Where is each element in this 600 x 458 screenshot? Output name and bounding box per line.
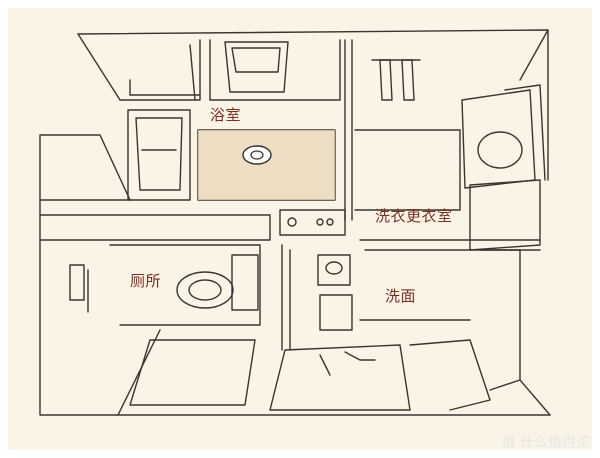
- left-back-corner: [77, 33, 121, 101]
- right-back-corner: [519, 29, 549, 81]
- sink-icon: [317, 254, 353, 331]
- washroom-floor-mat: [269, 344, 411, 411]
- shower-rail: [189, 44, 196, 101]
- bathtub-icon: [127, 109, 191, 201]
- room-label-bathroom: 浴室: [210, 106, 242, 124]
- room-label-laundry-dressing: 洗衣更衣室: [375, 207, 453, 225]
- shower-pipe: [129, 79, 201, 96]
- toilet-control-panel: [69, 264, 85, 301]
- slippers-icon: [319, 351, 376, 376]
- bathroom-back-wall: [119, 39, 201, 101]
- window-icon: [224, 41, 289, 93]
- toilet-floor-mat: [129, 339, 256, 406]
- watermark: 值 什么值得买: [501, 435, 590, 451]
- toilet-icon: [176, 254, 259, 311]
- towel-icon: [371, 59, 421, 101]
- left-floor-wall: [39, 199, 161, 416]
- washroom-cabinet: [479, 249, 521, 391]
- toilet-room-wall: [109, 244, 261, 326]
- paper-background: [8, 8, 592, 450]
- bathroom-window-wall: [209, 39, 341, 101]
- laundry-counter: [354, 129, 461, 211]
- middle-counter: [39, 214, 271, 241]
- right-floor-mat: [409, 339, 491, 411]
- bathroom-floor-highlight: [198, 130, 335, 200]
- counter-controls: [279, 209, 346, 236]
- room-label-toilet: 厕所: [130, 272, 162, 290]
- room-label-washroom: 洗面: [385, 287, 417, 305]
- laundry-cabinet: [469, 179, 541, 251]
